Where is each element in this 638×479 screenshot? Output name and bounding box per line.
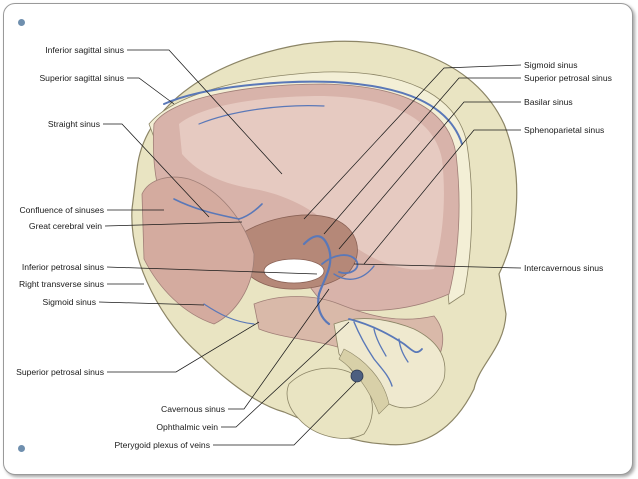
label-great-cerebral-vein: Great cerebral vein — [29, 221, 102, 231]
cavernous-plexus-vessel — [302, 235, 332, 326]
leader-basilar — [338, 101, 521, 250]
ophthalmic-branch-1 — [373, 328, 387, 357]
leader-superior-sagittal — [127, 77, 175, 105]
inferior-sagittal-sinus-vessel — [198, 105, 325, 125]
superior-sagittal-sinus-vessel — [163, 80, 463, 145]
ophthalmic-branch-2 — [398, 338, 409, 363]
label-sigmoid-sinus-left: Sigmoid sinus — [43, 297, 97, 307]
pterygoid-plexus-blob — [350, 369, 364, 383]
label-inferior-sagittal-sinus: Inferior sagittal sinus — [45, 45, 124, 55]
label-confluence-of-sinuses: Confluence of sinuses — [19, 205, 104, 215]
label-superior-petrosal-sinus-left: Superior petrosal sinus — [16, 367, 104, 377]
leader-inferior-sagittal — [127, 49, 283, 175]
leader-cavernous — [228, 288, 330, 410]
venous-sinuses — [163, 80, 463, 387]
sigmoid-sinus-vessel — [203, 303, 255, 325]
leader-inferior-petrosal — [106, 266, 318, 275]
ophthalmic-vein-vessel — [348, 318, 423, 353]
great-cerebral-vein-vessel — [238, 203, 263, 220]
leader-superior-petrosal-left — [107, 321, 260, 373]
leader-straight — [103, 123, 210, 218]
dural-sinuses-illustration: Inferior sagittal sinus Superior sagitta… — [16, 40, 612, 450]
label-right-transverse-sinus: Right transverse sinus — [19, 279, 104, 289]
leader-ophthalmic — [221, 321, 350, 428]
straight-sinus-vessel — [173, 198, 240, 220]
leader-sigmoid-left — [98, 301, 205, 306]
leader-intercavernous — [353, 263, 522, 269]
ophthalmic-branch-3 — [353, 321, 393, 387]
bullet-bottom-left — [18, 445, 25, 452]
label-inferior-petrosal-sinus: Inferior petrosal sinus — [22, 262, 104, 272]
label-intercavernous-sinus: Intercavernous sinus — [524, 263, 603, 273]
label-pterygoid-plexus-of-veins: Pterygoid plexus of veins — [114, 440, 210, 450]
petrosal-vessel — [333, 265, 375, 280]
posterior-fossa-dura — [141, 176, 255, 325]
leader-superior-petrosal-right — [323, 77, 521, 235]
foramen-magnum — [263, 258, 325, 284]
mandible — [286, 367, 373, 439]
intercavernous-vessel — [321, 254, 359, 274]
label-straight-sinus: Straight sinus — [48, 119, 100, 129]
label-superior-sagittal-sinus: Superior sagittal sinus — [39, 73, 124, 83]
slide-frame: Inferior sagittal sinus Superior sagitta… — [3, 3, 633, 475]
zygomatic-arch — [338, 348, 390, 415]
leader-great-cerebral — [104, 221, 243, 227]
label-superior-petrosal-sinus-right: Superior petrosal sinus — [524, 73, 612, 83]
labels: Inferior sagittal sinus Superior sagitta… — [16, 45, 612, 450]
label-basilar-sinus: Basilar sinus — [524, 97, 573, 107]
leader-lines — [98, 49, 522, 446]
leader-sphenoparietal — [363, 129, 521, 265]
leader-sigmoid-right — [303, 64, 522, 220]
leader-pterygoid — [213, 381, 357, 446]
label-cavernous-sinus: Cavernous sinus — [161, 404, 225, 414]
label-sigmoid-sinus-right: Sigmoid sinus — [524, 60, 578, 70]
label-ophthalmic-vein: Ophthalmic vein — [156, 422, 218, 432]
bullet-top-left — [18, 19, 25, 26]
label-sphenoparietal-sinus: Sphenoparietal sinus — [524, 125, 604, 135]
